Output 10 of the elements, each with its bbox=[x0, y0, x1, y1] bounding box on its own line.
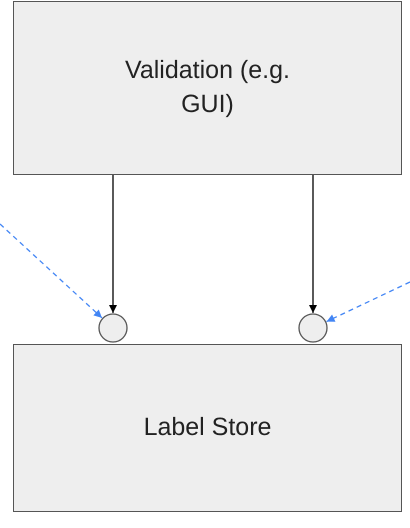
box-label: Validation (e.g. GUI) bbox=[124, 55, 291, 120]
box-label: Label Store bbox=[144, 412, 272, 444]
arrow bbox=[309, 175, 317, 313]
arrow bbox=[109, 175, 117, 313]
connector-circle bbox=[298, 313, 328, 343]
dashed-arrow bbox=[326, 281, 410, 322]
dashed-arrow bbox=[0, 224, 102, 318]
connector-circle bbox=[98, 313, 128, 343]
process-box bbox=[13, 344, 402, 512]
process-box bbox=[13, 1, 402, 175]
